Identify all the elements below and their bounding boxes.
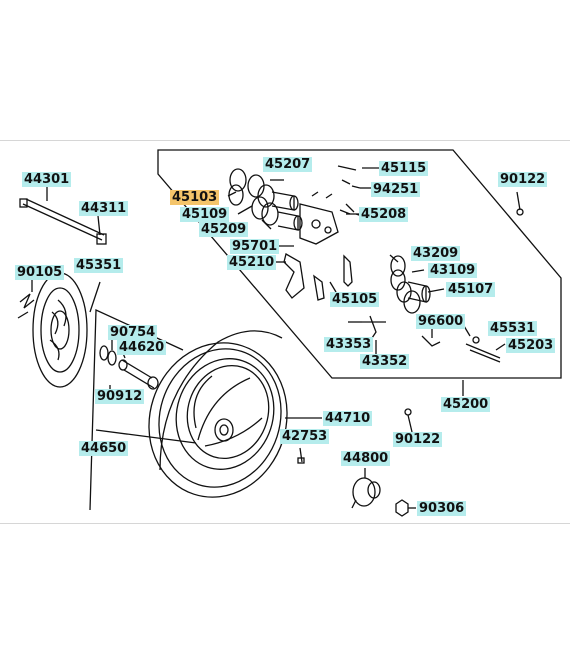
part-label-45208[interactable]: 45208 — [359, 207, 409, 222]
caliper-body-shape — [299, 191, 351, 245]
part-label-42753[interactable]: 42753 — [280, 429, 330, 444]
part-label-45209[interactable]: 45209 — [199, 222, 249, 237]
part-label-45105[interactable]: 45105 — [330, 292, 380, 307]
part-label-44620[interactable]: 44620 — [117, 340, 167, 355]
part-label-90122-middle[interactable]: 90122 — [393, 432, 443, 447]
part-label-95701[interactable]: 95701 — [230, 239, 280, 254]
part-label-96600[interactable]: 96600 — [416, 314, 466, 329]
part-label-90754[interactable]: 90754 — [108, 325, 158, 340]
caliper-bracket-shape — [283, 253, 305, 299]
part-label-90122-top[interactable]: 90122 — [498, 172, 548, 187]
brake-pads-shape — [313, 254, 353, 301]
bolt-42753-shape — [297, 447, 305, 464]
axle-shape — [19, 198, 107, 245]
bleeder-parts-shape — [362, 315, 501, 363]
bolt-top-right-shape — [516, 191, 524, 216]
part-label-45103-selected[interactable]: 45103 — [170, 190, 220, 205]
wheel-shape — [148, 330, 288, 498]
part-label-94251[interactable]: 94251 — [371, 182, 421, 197]
right-seals-shape — [390, 255, 431, 314]
speedo-gear-shape — [351, 468, 381, 509]
part-label-43353[interactable]: 43353 — [324, 337, 374, 352]
part-label-90105[interactable]: 90105 — [15, 265, 65, 280]
part-label-90912[interactable]: 90912 — [95, 389, 145, 404]
part-label-44311[interactable]: 44311 — [79, 201, 129, 216]
part-label-90306[interactable]: 90306 — [417, 501, 467, 516]
part-label-45200[interactable]: 45200 — [441, 397, 491, 412]
brake-disc-shape — [17, 272, 88, 388]
part-label-44800[interactable]: 44800 — [341, 451, 391, 466]
part-label-43209[interactable]: 43209 — [411, 246, 461, 261]
collar-shape — [99, 345, 159, 390]
diagram-frame — [0, 140, 570, 524]
part-label-45115[interactable]: 45115 — [379, 161, 429, 176]
part-label-45351[interactable]: 45351 — [74, 258, 124, 273]
part-label-45210[interactable]: 45210 — [227, 255, 277, 270]
part-label-45203[interactable]: 45203 — [506, 338, 556, 353]
part-label-45107[interactable]: 45107 — [446, 282, 496, 297]
part-label-45109[interactable]: 45109 — [180, 207, 230, 222]
part-label-45531[interactable]: 45531 — [488, 321, 538, 336]
caliper-kit-outline — [157, 149, 562, 379]
part-label-44301[interactable]: 44301 — [22, 172, 72, 187]
part-label-44650[interactable]: 44650 — [79, 441, 129, 456]
bolt-middle-shape — [404, 408, 413, 433]
caliper-seals-shape — [228, 168, 303, 231]
part-label-43109[interactable]: 43109 — [428, 263, 478, 278]
nut-shape — [395, 499, 416, 517]
part-label-45207[interactable]: 45207 — [263, 157, 313, 172]
part-label-43352[interactable]: 43352 — [360, 354, 410, 369]
part-label-44710[interactable]: 44710 — [323, 411, 373, 426]
